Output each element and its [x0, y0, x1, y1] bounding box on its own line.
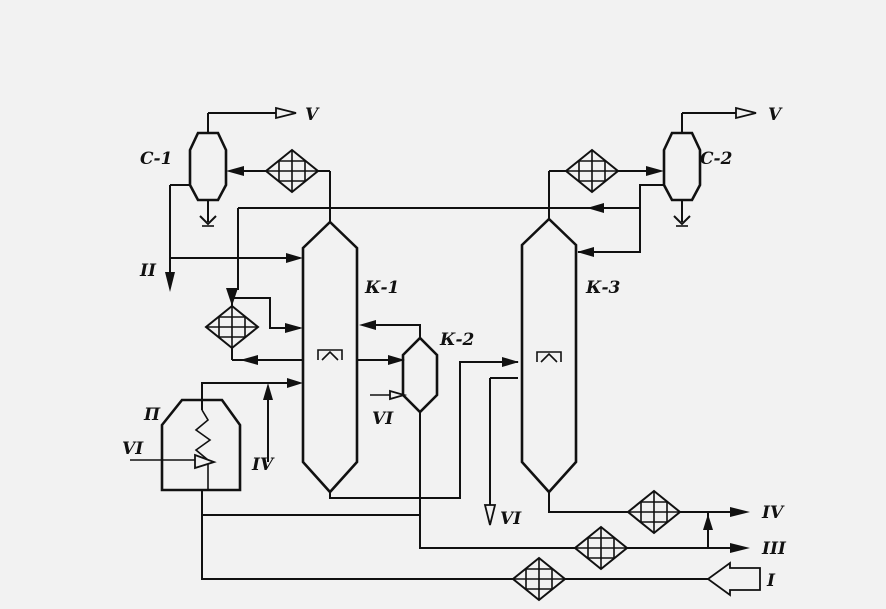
label-furnace: П [143, 405, 161, 425]
column-k1-icon [301, 220, 359, 494]
heat-exchanger-left-icon [205, 305, 259, 349]
column-k2-icon [401, 336, 439, 414]
label-c2: С-2 [700, 149, 733, 169]
label-out-iii: III [761, 539, 787, 559]
furnace-icon [130, 398, 242, 492]
label-vi-k2: VI [372, 409, 394, 429]
heat-exchanger-k1-top-icon [265, 149, 319, 193]
label-k3: К-3 [585, 278, 621, 298]
heat-exchanger-k3-top-icon [565, 149, 619, 193]
heat-exchanger-iv-icon [627, 490, 681, 534]
label-k1: К-1 [364, 278, 399, 298]
label-vi-furnace: VI [122, 439, 144, 459]
label-c1: С-1 [140, 149, 172, 169]
label-in-i: I [766, 571, 776, 591]
heat-exchanger-feed-icon [512, 557, 566, 601]
label-k2: К-2 [439, 330, 475, 350]
column-k3-icon [520, 217, 578, 494]
label-ii: II [139, 261, 157, 281]
feed-arrow-icon [706, 561, 761, 597]
label-vi-bottom: VI [500, 509, 522, 529]
label-v-left: V [305, 105, 320, 125]
label-iv-left: IV [251, 455, 275, 475]
heat-exchanger-iii-icon [574, 526, 628, 570]
label-v-right: V [768, 105, 783, 125]
separator-c2-icon [662, 106, 757, 227]
label-out-iv: IV [761, 503, 785, 523]
separator-c1-icon [165, 106, 297, 292]
